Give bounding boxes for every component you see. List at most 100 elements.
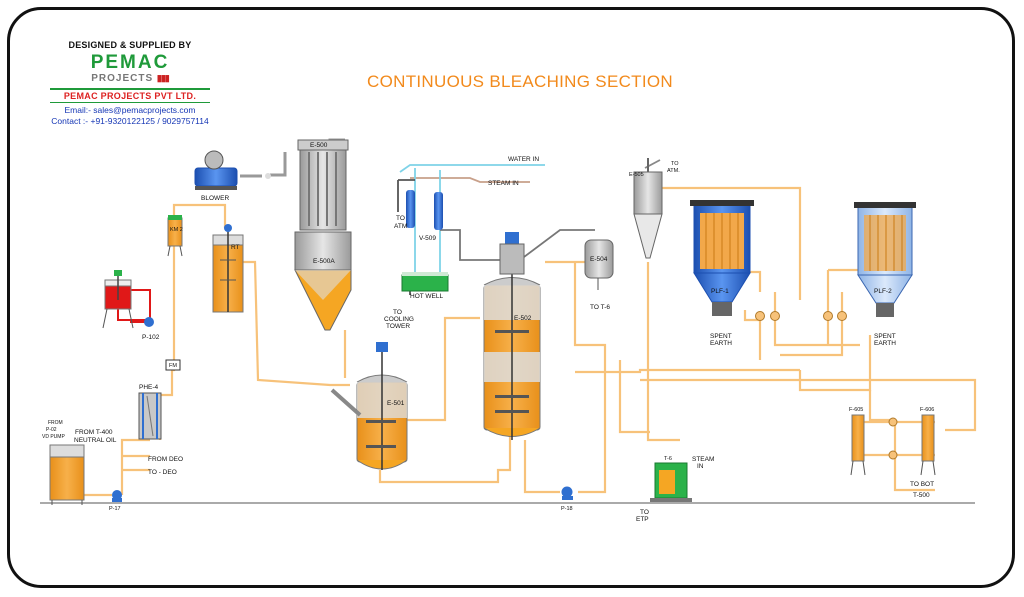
label-neutral-oil: NEUTRAL OIL — [74, 437, 117, 444]
pipe-p18-up — [573, 262, 607, 494]
label-e502: E-502 — [514, 315, 532, 322]
label-to-atm-2: ATM — [394, 223, 407, 230]
red-circuit — [130, 289, 151, 323]
label-to-bot: TO BOT — [910, 481, 934, 488]
p102-pump — [144, 317, 154, 327]
pipe-e505 — [660, 186, 802, 300]
label-cooling-2: COOLING — [384, 316, 414, 323]
f606-filter — [920, 414, 936, 476]
label-rt: RT — [231, 244, 240, 251]
label-v509: V-509 — [419, 235, 436, 242]
label-blower: BLOWER — [201, 195, 229, 202]
rt-vessel — [212, 224, 244, 313]
pipe-feed-out — [80, 470, 112, 497]
label-to-deo: TO - DEO — [148, 469, 177, 476]
label-to-atm2-1: TO — [671, 161, 679, 167]
label-e505: E-505 — [629, 172, 644, 178]
filter-valves — [755, 311, 898, 460]
brand-rule — [50, 88, 210, 90]
v509-condensers — [406, 190, 443, 230]
label-plf1: PLF-1 — [711, 288, 729, 295]
e500a-hopper — [294, 231, 352, 331]
label-to-etp-1: TO — [640, 509, 649, 516]
company-name: PEMAC PROJECTS PVT LTD. — [63, 91, 197, 101]
pipe-to-filters — [575, 368, 800, 374]
label-from-small: FROM — [48, 420, 63, 426]
label-f605: F-605 — [849, 407, 863, 413]
p17-pump — [112, 490, 122, 502]
blower-unit — [194, 150, 271, 190]
label-cooling-3: TOWER — [386, 323, 410, 330]
label-to-etp-2: ETP — [636, 516, 649, 523]
t6-tank — [650, 462, 692, 502]
hot-well — [401, 272, 449, 292]
pipe-e501-e502 — [378, 435, 512, 484]
pipe-km2-rt — [172, 203, 227, 228]
company-logo: PEMAC — [90, 52, 170, 73]
equipment-labels: BLOWER E-500 E-500A KM 2 RT P-102 FM PHE… — [42, 142, 934, 523]
designed-by-text: DESIGNED & SUPPLIED BY — [68, 40, 192, 50]
logo-bars-icon: ▮▮▮ — [156, 73, 170, 83]
e502-reactor — [483, 232, 541, 440]
pipe-e502-p18 — [523, 440, 560, 494]
e504-vessel — [584, 239, 614, 290]
feed-tank — [49, 444, 85, 505]
label-to-atm2-2: ATM. — [667, 168, 680, 174]
p18-pump — [561, 486, 573, 500]
label-from-t400: FROM T-400 — [75, 429, 113, 436]
label-spent2-2: EARTH — [874, 340, 896, 347]
logo-subtitle-text: PROJECTS — [91, 73, 154, 84]
label-from-deo: FROM DEO — [148, 456, 183, 463]
plf2-filter — [854, 202, 916, 317]
water-in-line — [399, 164, 545, 173]
label-fm: FM — [169, 363, 177, 369]
page-title: CONTINUOUS BLEACHING SECTION — [367, 72, 673, 91]
pipe-p17-up — [120, 438, 150, 495]
km2-vessel — [167, 215, 183, 257]
e501-reactor — [330, 342, 408, 470]
diagram-frame — [7, 7, 1015, 588]
label-hot-well: HOT WELL — [410, 293, 443, 300]
logo-subtitle: PROJECTS ▮▮▮ — [40, 72, 220, 85]
label-cooling-1: TO — [393, 309, 402, 316]
label-steam-in2-2: IN — [697, 463, 704, 470]
label-p17: P-17 — [109, 506, 121, 512]
label-water-in: WATER IN — [508, 156, 539, 163]
label-spent2-1: SPENT — [874, 333, 896, 340]
label-e501: E-501 — [387, 400, 405, 407]
label-from-p: P-02 — [46, 427, 57, 433]
pipe-riser — [158, 245, 176, 440]
contact-text: Contact :- +91-9320122125 / 9029757114 — [51, 116, 209, 126]
phe4-exchanger — [138, 392, 162, 440]
brand-block: DESIGNED & SUPPLIED BY PEMAC PROJECTS ▮▮… — [40, 40, 220, 127]
label-e504: E-504 — [590, 256, 608, 263]
label-plf2: PLF-2 — [874, 288, 892, 295]
label-phe4: PHE-4 — [139, 384, 159, 391]
flowmeter — [165, 359, 181, 371]
label-f606: F-606 — [920, 407, 934, 413]
label-steam-in: STEAM IN — [488, 180, 519, 187]
e505-cyclone — [633, 158, 663, 259]
label-e500a: E-500A — [313, 258, 335, 265]
label-from-vd: VD PUMP — [42, 434, 65, 440]
label-steam-in2-1: STEAM — [692, 456, 714, 463]
label-p18: P-18 — [561, 506, 573, 512]
pipe-rt-out — [240, 260, 350, 387]
label-spent1-2: EARTH — [710, 340, 732, 347]
pipe-to-bot — [893, 420, 935, 492]
red-dosing-tank — [102, 270, 134, 329]
label-to-t6: TO T-6 — [590, 304, 610, 311]
pipe-plf1-out — [743, 310, 762, 360]
e500-filter — [297, 139, 349, 231]
label-spent1-1: SPENT — [710, 333, 732, 340]
brand-rule-2 — [50, 102, 210, 103]
label-to-atm-1: TO — [396, 215, 405, 222]
label-p102: P-102 — [142, 334, 160, 341]
email-text: Email:- sales@pemacprojects.com — [64, 105, 196, 115]
label-t500: T-500 — [913, 492, 930, 499]
label-km2: KM 2 — [170, 227, 183, 233]
plf1-filter — [690, 200, 754, 316]
label-e500: E-500 — [310, 142, 328, 149]
f605-filter — [850, 414, 866, 476]
